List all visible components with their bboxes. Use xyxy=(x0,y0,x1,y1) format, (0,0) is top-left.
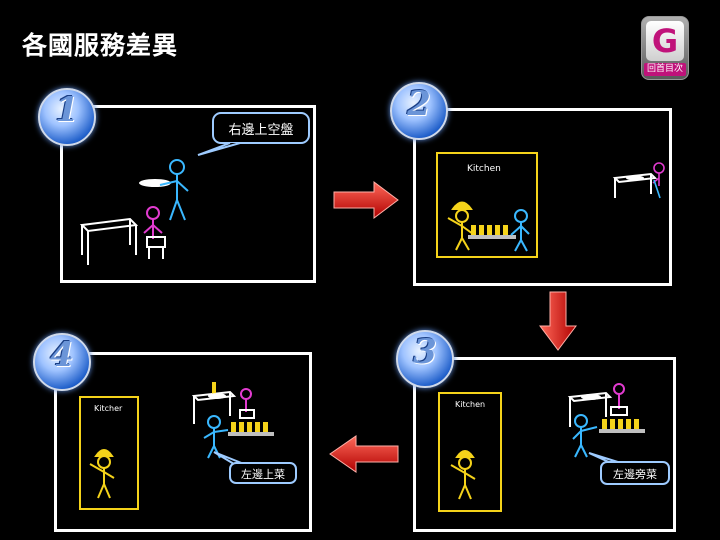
kitchen-label: Kitchen xyxy=(455,400,485,409)
step-1-scene: 右邊上空盤 xyxy=(60,105,316,283)
speech-bubble-text: 左邊上菜 xyxy=(241,467,285,481)
step-1-badge: 1 xyxy=(38,88,96,146)
speech-bubble-text: 左邊旁菜 xyxy=(613,467,657,481)
arrow-down-icon xyxy=(538,290,578,352)
step-4-scene: Kitcher 左邊上菜 xyxy=(54,352,312,532)
step-2-number: 2 xyxy=(392,84,446,124)
step-4-badge: 4 xyxy=(33,333,91,391)
step-1-number: 1 xyxy=(40,90,94,130)
step-3-number: 3 xyxy=(398,332,452,372)
step-3-scene: Kitchen 左邊旁菜 xyxy=(413,357,676,532)
logo-g-icon: G xyxy=(646,21,684,61)
speech-bubble-text: 右邊上空盤 xyxy=(228,123,293,138)
arrow-left-icon xyxy=(328,434,400,474)
kitchen-label: Kitcher xyxy=(94,404,123,413)
arrow-right-icon xyxy=(332,180,400,220)
home-button[interactable]: G 回首目次 xyxy=(641,16,689,80)
home-button-label: 回首目次 xyxy=(644,63,686,76)
kitchen-label: Kitchen xyxy=(467,164,501,174)
page-title: 各國服務差異 xyxy=(22,26,178,62)
step-3-badge: 3 xyxy=(396,330,454,388)
step-4-number: 4 xyxy=(35,335,89,375)
step-2-badge: 2 xyxy=(390,82,448,140)
step-2-scene: Kitchen xyxy=(413,108,672,286)
